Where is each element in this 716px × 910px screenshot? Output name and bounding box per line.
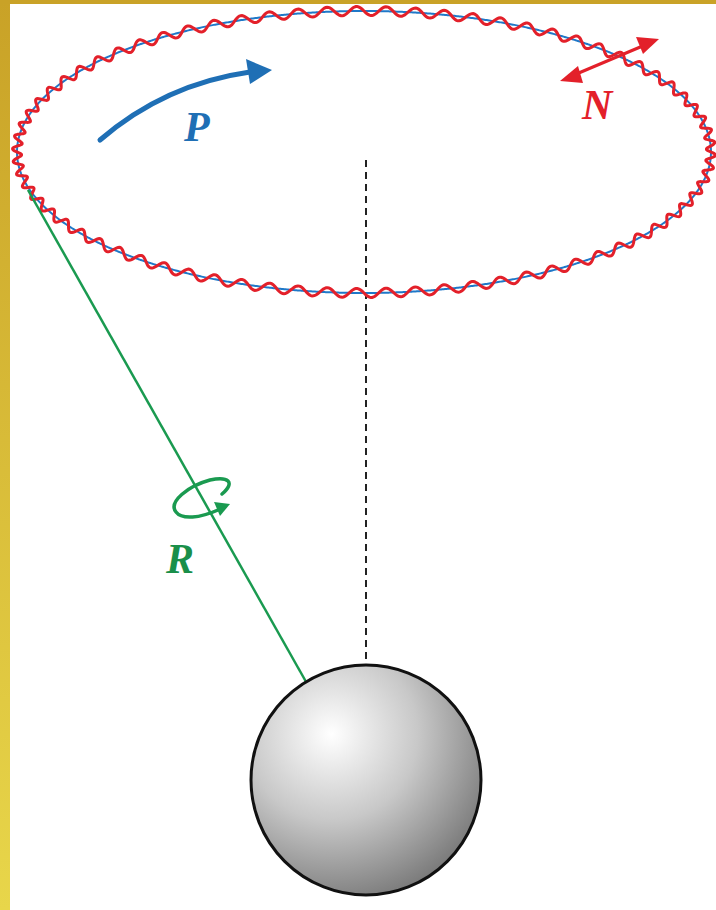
top-strip xyxy=(0,0,716,4)
nutation-arrow xyxy=(574,45,645,75)
wave-ring xyxy=(13,7,716,298)
tether-line xyxy=(28,190,318,703)
arrow-head xyxy=(636,37,659,54)
nutation-label: N xyxy=(582,84,612,126)
arrow-head xyxy=(560,66,583,83)
ring-orbit xyxy=(17,11,711,293)
axis-line xyxy=(365,160,367,662)
precession-arrow xyxy=(100,72,250,140)
arrow-head xyxy=(246,59,272,84)
side-strip xyxy=(0,0,10,910)
rotation-arrow xyxy=(174,479,229,517)
central-sphere xyxy=(251,665,481,895)
precession-label: P xyxy=(184,106,210,148)
rotation-label: R xyxy=(166,538,194,580)
arrow-head xyxy=(214,502,230,516)
